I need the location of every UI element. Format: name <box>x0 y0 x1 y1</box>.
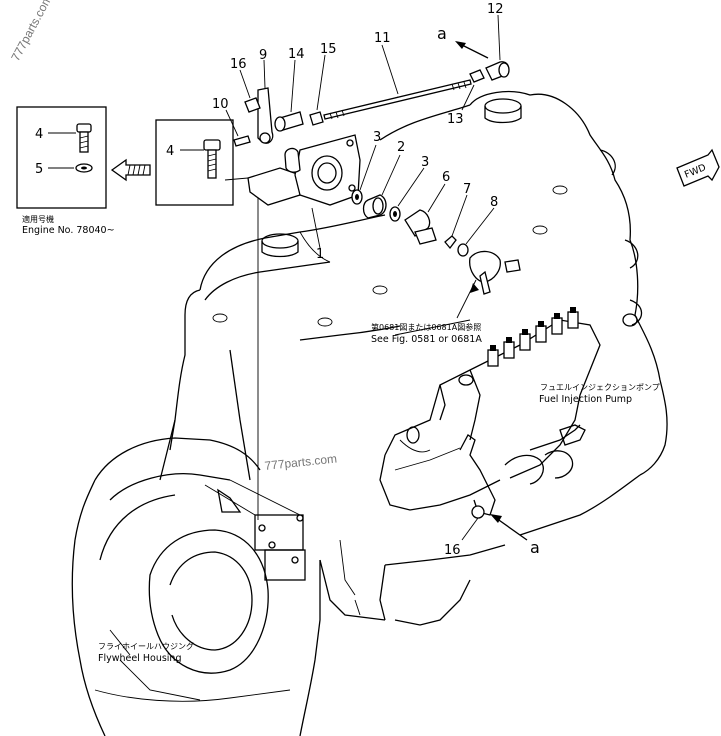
see-fig-note-en: See Fig. 0581 or 0681A <box>371 334 482 345</box>
ball-joint-12 <box>485 14 510 81</box>
view-arrow-a-bottom <box>490 514 528 541</box>
flywheel-note-jp: フライホイールハウジング <box>98 641 194 651</box>
callout-1: 1 <box>316 247 324 262</box>
flywheel-note-en: Flywheel Housing <box>98 653 181 664</box>
callout-6: 6 <box>442 170 450 185</box>
watermark-top: 777parts.com <box>8 0 54 63</box>
callout-4-inset: 4 <box>35 127 43 142</box>
arrow-to-inset <box>110 158 151 182</box>
inset-note-jp: 適用号機 <box>22 214 54 224</box>
inset-note-en: Engine No. 78040~ <box>22 225 115 236</box>
callout-4: 4 <box>166 144 174 159</box>
callout-12: 12 <box>487 2 504 17</box>
nut-16-top <box>239 69 261 113</box>
callout-3-right: 3 <box>421 155 429 170</box>
bolt-4-inset <box>76 123 92 153</box>
callout-3-left: 3 <box>373 130 381 145</box>
pump-note-jp: フュエルインジェクションポンプ <box>540 383 660 392</box>
ring-3-left <box>351 144 377 205</box>
clip-7 <box>444 194 468 250</box>
pin-10 <box>225 109 251 147</box>
callout-8: 8 <box>490 195 498 210</box>
callout-15: 15 <box>320 42 337 57</box>
ring-3-right <box>389 167 425 222</box>
callout-16-top: 16 <box>230 57 247 72</box>
callout-11: 11 <box>374 31 391 46</box>
clip-8 <box>457 207 495 257</box>
washer-5-inset <box>75 163 93 173</box>
pump-note-en: Fuel Injection Pump <box>539 394 632 405</box>
callout-9: 9 <box>259 48 267 63</box>
nut-15 <box>309 54 326 126</box>
callout-7: 7 <box>463 182 471 197</box>
view-label-a-top: a <box>437 24 447 43</box>
shaft-6 <box>404 183 446 245</box>
flywheel-housing <box>71 437 321 736</box>
lever-assembly-see-fig <box>456 250 521 319</box>
fuel-injection-pump <box>379 307 601 519</box>
delivery-valves <box>487 307 579 367</box>
callout-16-bottom: 16 <box>444 543 461 558</box>
bracket-1 <box>224 134 361 520</box>
engine-block <box>159 90 668 626</box>
callout-10: 10 <box>212 97 229 112</box>
lever-9 <box>257 59 274 144</box>
bolt-14 <box>274 59 304 132</box>
inset-variant-box: 4 5 <box>16 106 107 209</box>
bushing-2 <box>362 154 401 219</box>
view-arrow-a-top <box>455 41 489 59</box>
fwd-badge: FWD <box>676 148 720 187</box>
see-fig-note-jp: 第0681図または0681A図参照 <box>371 322 481 332</box>
callout-13: 13 <box>447 112 464 127</box>
main-variant-box: 4 <box>155 119 234 206</box>
callout-14: 14 <box>288 47 305 62</box>
nut-13 <box>461 69 485 111</box>
rod-11 <box>323 44 472 120</box>
watermark-center: 777parts.com <box>264 451 338 473</box>
view-label-a-bottom: a <box>530 538 540 557</box>
callout-5: 5 <box>35 162 43 177</box>
callout-2: 2 <box>397 140 405 155</box>
